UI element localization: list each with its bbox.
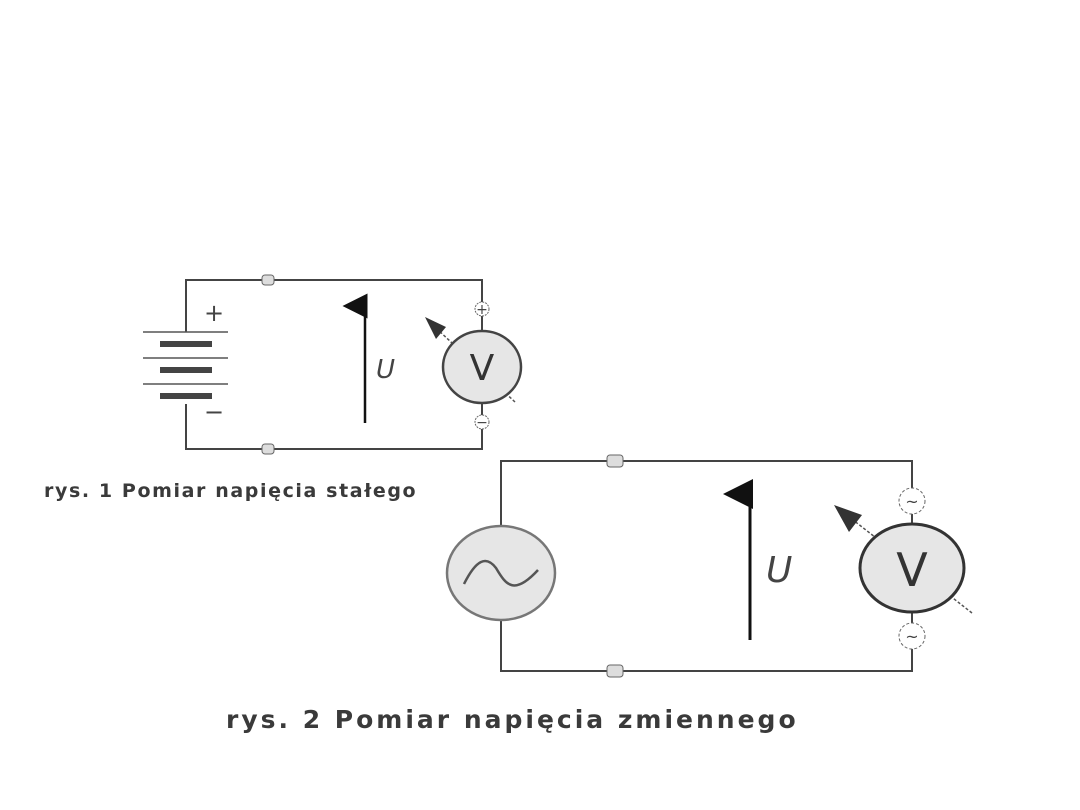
svg-text:−: − — [476, 415, 488, 431]
dc-circuit: + − U V + − — [143, 274, 523, 455]
dc-wires — [185, 279, 483, 450]
minus-terminal-icon: − — [474, 414, 490, 431]
svg-text:+: + — [476, 302, 488, 318]
voltmeter-icon: V — [834, 505, 973, 614]
figure1-caption: rys. 1 Pomiar napięcia stałego — [44, 480, 417, 502]
plus-terminal-icon: + — [474, 301, 490, 318]
battery-plus-sign: + — [204, 299, 224, 327]
ac-wires — [500, 460, 913, 672]
voltmeter-icon: V — [425, 317, 523, 405]
node-top — [261, 274, 275, 286]
voltmeter-label: V — [896, 543, 928, 597]
battery-minus-sign: − — [204, 398, 224, 426]
node-bottom — [606, 664, 624, 678]
svg-text:~: ~ — [905, 492, 918, 511]
voltmeter-label: V — [470, 348, 495, 389]
figure2-caption: rys. 2 Pomiar napięcia zmiennego — [226, 705, 799, 734]
ac-circuit: U V ~ ~ — [445, 454, 973, 678]
ac-source-icon — [445, 524, 557, 622]
ac-terminal-top-icon: ~ — [898, 487, 926, 515]
node-bottom — [261, 443, 275, 455]
battery-icon — [143, 331, 228, 399]
svg-text:~: ~ — [905, 627, 918, 646]
voltage-label: U — [766, 550, 792, 591]
ac-terminal-bottom-icon: ~ — [898, 622, 926, 650]
voltage-label: U — [376, 355, 395, 385]
node-top — [606, 454, 624, 468]
